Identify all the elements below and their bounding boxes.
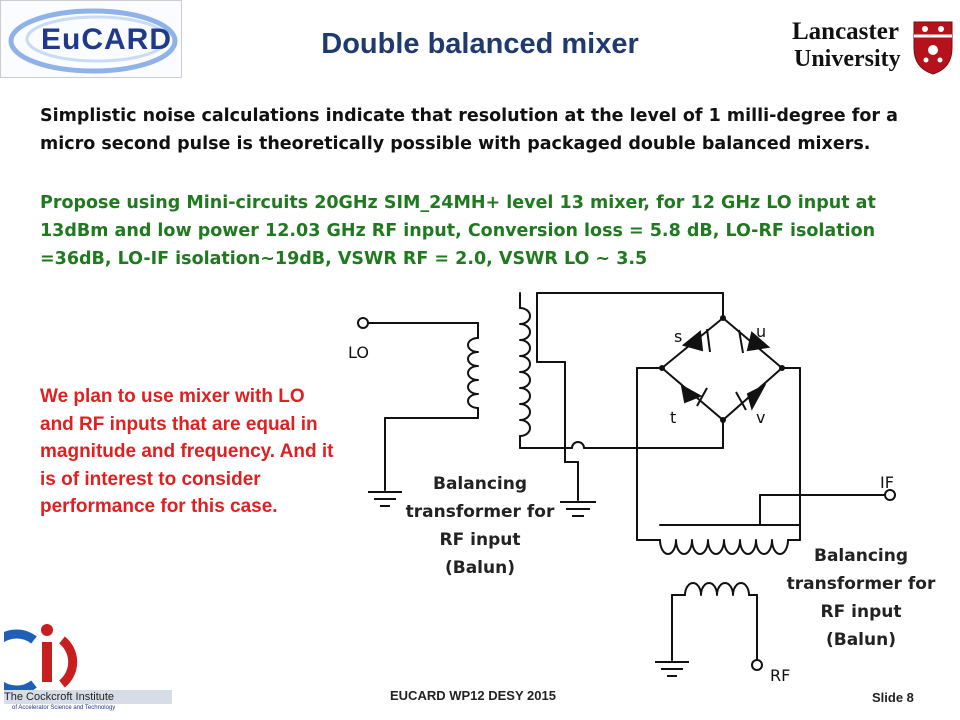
lancaster-shield-icon bbox=[913, 21, 953, 75]
cockcroft-i-icon bbox=[4, 624, 78, 690]
ground-center-icon bbox=[560, 501, 596, 517]
lo-label: LO bbox=[348, 343, 369, 362]
rf-secondary-coil bbox=[684, 582, 750, 596]
diode-t bbox=[680, 384, 703, 404]
if-label: IF bbox=[880, 473, 894, 492]
proposal-paragraph: Propose using Mini-circuits 20GHz SIM_24… bbox=[40, 193, 876, 269]
ground-lo-icon bbox=[368, 491, 402, 507]
if-terminal bbox=[884, 489, 896, 501]
rf-terminal bbox=[751, 659, 763, 671]
diode-s bbox=[681, 330, 704, 352]
footer-center: EUCARD WP12 DESY 2015 bbox=[390, 688, 556, 703]
lo-secondary-coil bbox=[519, 307, 531, 437]
cockcroft-logo-line2: of Accelerator Science and Technology bbox=[12, 705, 116, 711]
lancaster-logo-line2: University bbox=[794, 46, 901, 72]
eucard-swoosh-icon bbox=[8, 8, 178, 74]
diode-t-label: t bbox=[670, 408, 677, 427]
lancaster-logo: Lancaster University bbox=[792, 18, 957, 76]
plan-note: We plan to use mixer with LO and RF inpu… bbox=[40, 386, 334, 517]
cockcroft-logo: The Cockcroft Institute of Accelerator S… bbox=[4, 618, 172, 718]
caption-left-balun: Balancing transformer for RF input (Balu… bbox=[405, 474, 555, 578]
diode-v bbox=[746, 383, 767, 411]
lancaster-logo-line1: Lancaster bbox=[792, 18, 899, 45]
footer-slide-number: Slide 8 bbox=[872, 690, 914, 705]
diode-u bbox=[746, 331, 771, 352]
cockcroft-logo-line1: The Cockcroft Institute bbox=[4, 690, 172, 704]
diode-v-label: v bbox=[756, 408, 766, 427]
lo-primary-coil bbox=[467, 337, 479, 409]
slide-title: Double balanced mixer bbox=[321, 28, 639, 60]
diode-s-label: s bbox=[674, 327, 683, 346]
intro-paragraph: Simplistic noise calculations indicate t… bbox=[40, 106, 898, 154]
rf-label: RF bbox=[770, 666, 791, 685]
caption-right-balun: Balancing transformer for RF input (Balu… bbox=[786, 546, 936, 650]
diode-u-label: u bbox=[756, 322, 767, 341]
rf-primary-coil bbox=[659, 539, 789, 555]
lo-terminal bbox=[357, 317, 369, 329]
eucard-logo: EuCARD bbox=[0, 0, 182, 78]
eucard-logo-text: EuCARD bbox=[41, 23, 172, 56]
ground-rf-icon bbox=[655, 661, 689, 677]
